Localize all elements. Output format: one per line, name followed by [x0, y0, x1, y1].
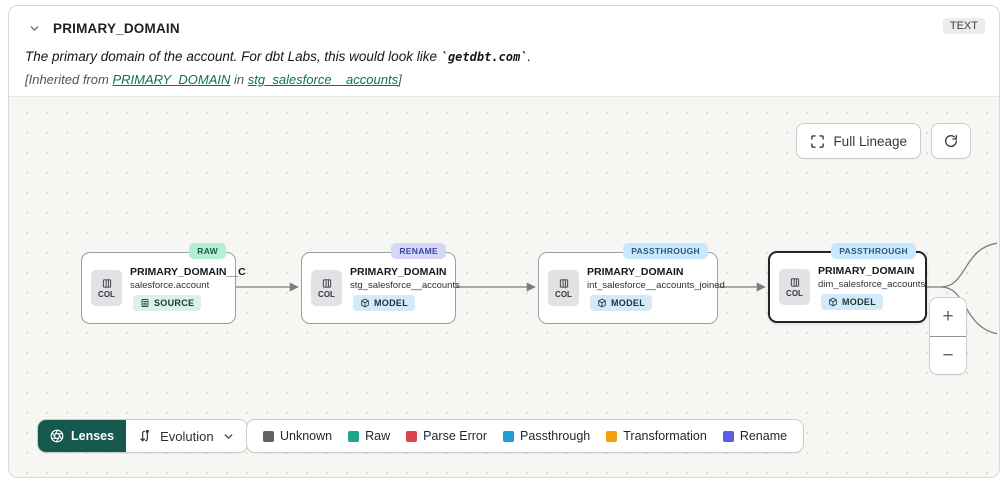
lineage-node-int-salesforce-accounts-joined[interactable]: PASSTHROUGH COL PRIMARY_DOMAIN int_sales…	[538, 243, 725, 324]
column-icon	[790, 277, 799, 287]
lens-selected-value: Evolution	[160, 428, 214, 444]
chevron-down-icon	[224, 433, 232, 439]
inherited-note: [Inherited from PRIMARY_DOMAIN in stg_sa…	[25, 72, 402, 87]
model-cube-icon	[361, 298, 369, 307]
lineage-node-salesforce-account[interactable]: RAW COL PRIMARY_DOMAIN__C salesforce.acc…	[81, 243, 246, 324]
refresh-icon	[945, 135, 958, 147]
legend-item-unknown: Unknown	[263, 429, 332, 443]
column-lineage-panel: PRIMARY_DOMAIN TEXT The primary domain o…	[8, 5, 1000, 478]
node-title: PRIMARY_DOMAIN	[350, 265, 447, 278]
zoom-out-button[interactable]: −	[930, 336, 966, 374]
lenses-control: Lenses Evolution	[37, 419, 248, 453]
lens-selector-dropdown[interactable]: Evolution	[126, 420, 246, 452]
zoom-controls: + −	[929, 297, 967, 375]
expand-icon	[811, 134, 825, 148]
evolution-icon	[140, 429, 149, 442]
lineage-node-dim-salesforce-accounts[interactable]: PASSTHROUGH COL PRIMARY_DOMAIN dim_sales…	[768, 243, 927, 323]
node-type-chip: MODEL	[353, 294, 415, 311]
legend-swatch	[503, 430, 515, 442]
column-chip: COL	[548, 270, 579, 306]
legend-swatch	[348, 430, 360, 442]
evolution-badge: PASSTHROUGH	[623, 243, 708, 259]
column-chip: COL	[91, 270, 122, 306]
lineage-canvas[interactable]: Full Lineage RAW COL PRIMARY_DOMAIN__C s…	[9, 96, 999, 477]
column-description: The primary domain of the account. For d…	[25, 49, 532, 64]
node-type-chip: MODEL	[590, 294, 652, 311]
model-cube-icon	[829, 297, 837, 306]
node-title: PRIMARY_DOMAIN	[587, 265, 684, 278]
legend-item-transformation: Transformation	[606, 429, 707, 443]
source-icon	[141, 298, 149, 307]
legend-swatch	[606, 430, 618, 442]
column-icon	[559, 278, 568, 288]
lenses-button[interactable]: Lenses	[38, 420, 127, 452]
evolution-badge: RENAME	[391, 243, 446, 259]
node-subtitle: stg_salesforce__accounts	[350, 279, 460, 291]
legend-swatch	[722, 430, 734, 442]
legend-item-raw: Raw	[348, 429, 390, 443]
column-chip: COL	[311, 270, 342, 306]
collapse-chevron-icon[interactable]	[25, 19, 43, 37]
inherited-model-link[interactable]: stg_salesforce__accounts	[247, 72, 399, 87]
description-code: `getdbt.com`	[440, 50, 528, 64]
lineage-node-stg-salesforce-accounts[interactable]: RENAME COL PRIMARY_DOMAIN stg_salesforce…	[301, 243, 460, 324]
node-subtitle: int_salesforce__accounts_joined	[587, 279, 725, 291]
node-subtitle: salesforce.account	[130, 279, 210, 291]
column-chip: COL	[779, 269, 810, 305]
legend-item-rename: Rename	[722, 429, 787, 443]
column-icon	[102, 278, 111, 288]
full-lineage-button[interactable]: Full Lineage	[796, 123, 921, 159]
column-header: PRIMARY_DOMAIN TEXT The primary domain o…	[9, 6, 999, 96]
column-title: PRIMARY_DOMAIN	[53, 20, 180, 36]
evolution-badge: PASSTHROUGH	[831, 243, 916, 259]
zoom-in-button[interactable]: +	[930, 298, 966, 336]
evolution-badge: RAW	[189, 243, 226, 259]
refresh-button[interactable]	[931, 123, 971, 159]
legend-swatch	[263, 430, 274, 442]
aperture-icon	[50, 429, 64, 443]
node-subtitle: dim_salesforce_accounts	[818, 278, 926, 290]
column-type-badge: TEXT	[942, 18, 985, 34]
node-title: PRIMARY_DOMAIN	[818, 264, 915, 277]
evolution-legend: Unknown Raw Parse Error Passthrough Tran…	[246, 419, 805, 453]
model-cube-icon	[598, 298, 606, 307]
legend-item-parse-error: Parse Error	[406, 429, 487, 443]
node-title: PRIMARY_DOMAIN__C	[130, 265, 246, 278]
node-type-chip: MODEL	[821, 293, 883, 310]
column-icon	[322, 278, 331, 288]
node-type-chip: SOURCE	[133, 294, 202, 311]
inherited-column-link[interactable]: PRIMARY_DOMAIN	[112, 72, 231, 87]
legend-item-passthrough: Passthrough	[503, 429, 590, 443]
legend-swatch	[406, 430, 418, 442]
